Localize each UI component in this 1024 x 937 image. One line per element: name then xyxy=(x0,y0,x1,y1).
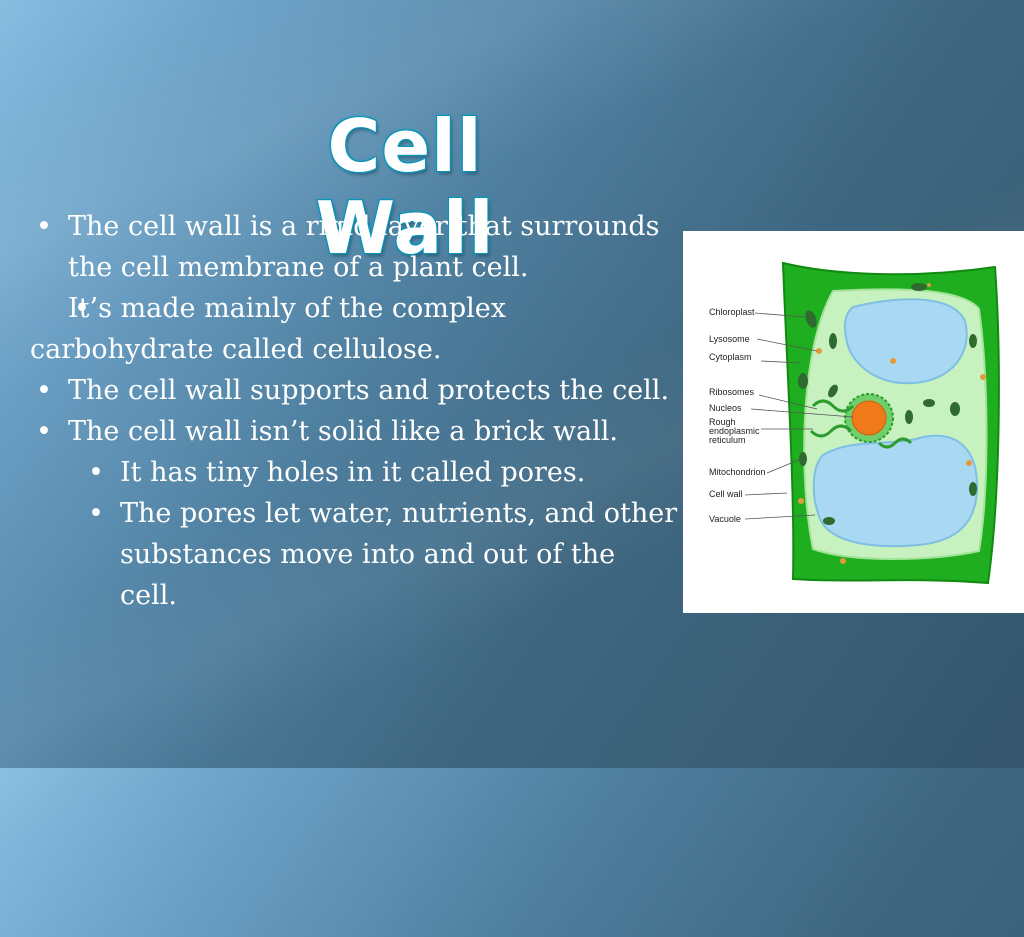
label-ribosomes: Ribosomes xyxy=(709,387,755,397)
label-cytoplasm: Cytoplasm xyxy=(709,352,752,362)
lysosome xyxy=(816,348,822,354)
chloroplast xyxy=(969,334,977,348)
chloroplast xyxy=(905,410,913,424)
vacuole-lower xyxy=(812,434,979,548)
bullet-item: The cell wall supports and protects the … xyxy=(30,370,680,411)
chloroplast xyxy=(823,517,835,525)
label-rough-er: endoplasmic xyxy=(709,426,760,436)
bullet-item: The cell wall isn’t solid like a brick w… xyxy=(30,411,680,452)
vacuole-upper xyxy=(843,298,968,385)
lysosome xyxy=(980,374,986,380)
chloroplast xyxy=(798,373,808,389)
plant-cell-diagram: Chloroplast Lysosome Cytoplasm Ribosomes… xyxy=(683,231,1024,613)
bullet-item: It’s made mainly of the complex carbohyd… xyxy=(30,288,680,370)
lysosome xyxy=(890,358,896,364)
bullet-list: The cell wall is a rigid layer that surr… xyxy=(30,206,680,616)
label-chloroplast: Chloroplast xyxy=(709,307,755,317)
chloroplast xyxy=(950,402,960,416)
chloroplast xyxy=(828,384,838,398)
chloroplast xyxy=(969,482,977,496)
label-rough-er: reticulum xyxy=(709,435,746,445)
lysosome xyxy=(927,283,931,287)
lysosome xyxy=(966,460,972,466)
chloroplast xyxy=(911,283,927,291)
label-rough-er: Rough xyxy=(709,417,736,427)
rough-er xyxy=(811,399,855,413)
chloroplast xyxy=(805,310,817,328)
lysosome xyxy=(840,558,846,564)
label-cell-wall: Cell wall xyxy=(709,489,743,499)
chloroplast xyxy=(829,333,837,349)
slide-title: Cell Wall xyxy=(315,104,495,270)
label-nucleos: Nucleos xyxy=(709,403,742,413)
lysosome xyxy=(798,498,804,504)
rough-er xyxy=(809,424,853,438)
sub-bullet-item: It has tiny holes in it called pores. xyxy=(30,452,680,493)
label-mitochondrion: Mitochondrion xyxy=(709,467,766,477)
plant-cell-illustration: Chloroplast Lysosome Cytoplasm Ribosomes… xyxy=(709,261,1000,585)
nucleus-core xyxy=(851,400,887,436)
label-vacuole: Vacuole xyxy=(709,514,741,524)
rough-er xyxy=(877,437,913,449)
chloroplast xyxy=(923,399,935,407)
label-lysosome: Lysosome xyxy=(709,334,750,344)
chloroplast xyxy=(799,452,807,466)
bullet-item: The cell wall is a rigid layer that surr… xyxy=(30,206,680,288)
sub-bullet-item: The pores let water, nutrients, and othe… xyxy=(30,493,680,616)
